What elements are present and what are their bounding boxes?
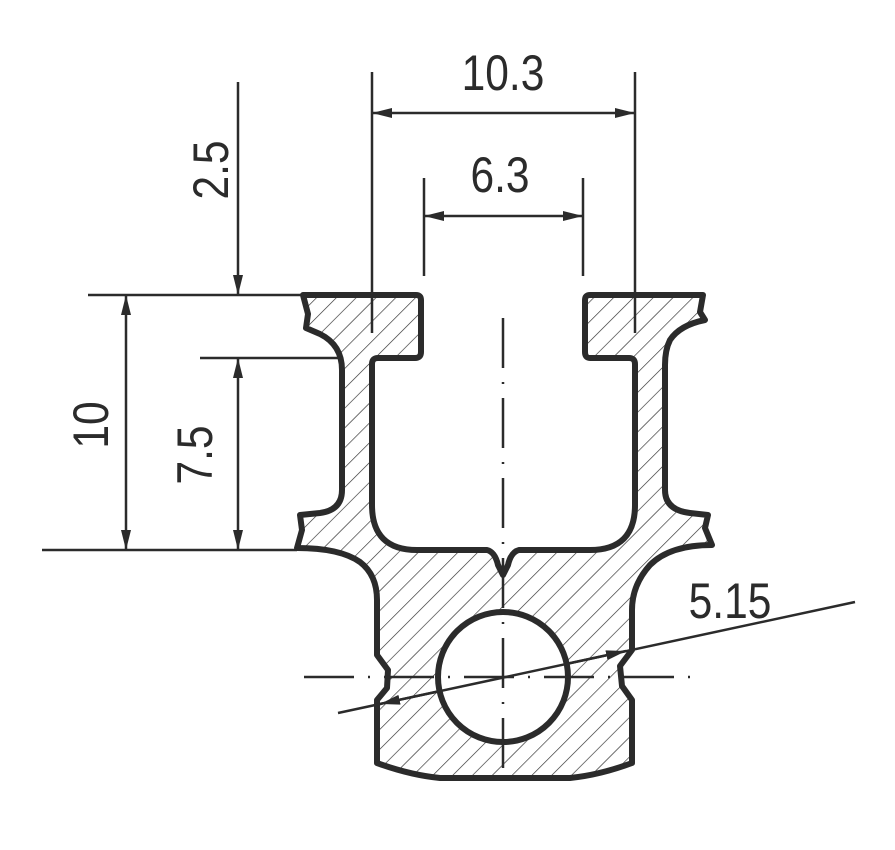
- label-2-5: 2.5: [183, 140, 239, 199]
- label-6-3: 6.3: [470, 147, 529, 203]
- label-10: 10: [63, 401, 119, 448]
- profile-outline: [294, 292, 715, 781]
- label-10-3: 10.3: [462, 45, 545, 101]
- arrow-5-15-left: [379, 689, 441, 706]
- label-5-15: 5.15: [689, 573, 772, 629]
- arrow-5-15-right: [565, 649, 627, 666]
- label-7-5: 7.5: [167, 425, 223, 484]
